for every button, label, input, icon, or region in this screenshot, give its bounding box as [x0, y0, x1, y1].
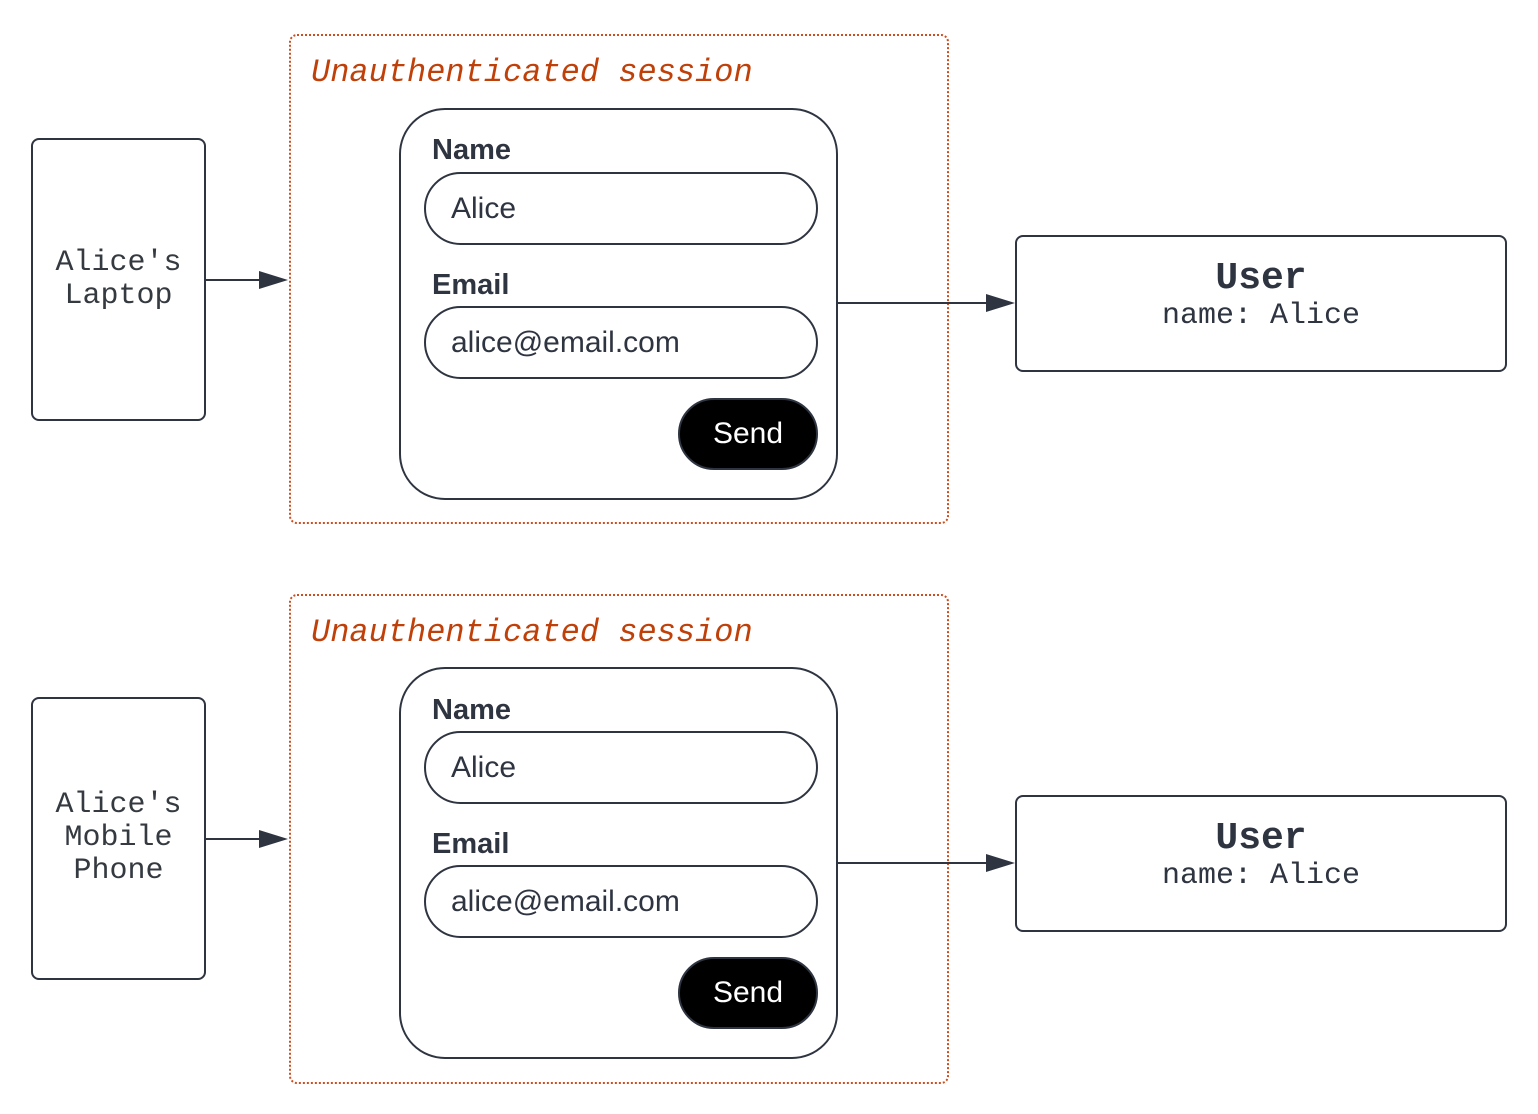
- unauthenticated-session-1: Unauthenticated session: [289, 34, 949, 524]
- user-name-attr: name: Alice: [1161, 859, 1361, 893]
- user-title: User: [1215, 817, 1307, 860]
- name-input[interactable]: Alice: [424, 731, 818, 804]
- device-label: Alice's Mobile Phone: [55, 788, 182, 888]
- user-record-1: User name: Alice: [1015, 235, 1507, 372]
- name-label: Name: [432, 134, 511, 166]
- device-laptop: Alice's Laptop: [31, 138, 206, 421]
- session-title: Unauthenticated session: [311, 614, 753, 651]
- device-label: Alice's Laptop: [55, 245, 182, 313]
- arrow-form-to-user-1: [838, 294, 1015, 312]
- arrow-laptop-to-session: [206, 271, 288, 289]
- unauthenticated-session-2: Unauthenticated session: [289, 594, 949, 1084]
- signup-form-1: Name Alice Email alice@email.com Send: [399, 108, 838, 500]
- send-button[interactable]: Send: [678, 957, 818, 1029]
- name-input[interactable]: Alice: [424, 172, 818, 245]
- device-mobile-phone: Alice's Mobile Phone: [31, 697, 206, 980]
- send-button[interactable]: Send: [678, 398, 818, 470]
- session-title: Unauthenticated session: [311, 54, 753, 91]
- name-label: Name: [432, 694, 511, 726]
- user-record-2: User name: Alice: [1015, 795, 1507, 932]
- user-name-attr: name: Alice: [1161, 299, 1361, 333]
- arrow-form-to-user-2: [838, 854, 1015, 872]
- email-label: Email: [432, 269, 510, 301]
- arrow-phone-to-session: [206, 830, 288, 848]
- email-input[interactable]: alice@email.com: [424, 306, 818, 379]
- signup-form-2: Name Alice Email alice@email.com Send: [399, 667, 838, 1059]
- email-label: Email: [432, 828, 510, 860]
- email-input[interactable]: alice@email.com: [424, 865, 818, 938]
- user-title: User: [1215, 257, 1307, 300]
